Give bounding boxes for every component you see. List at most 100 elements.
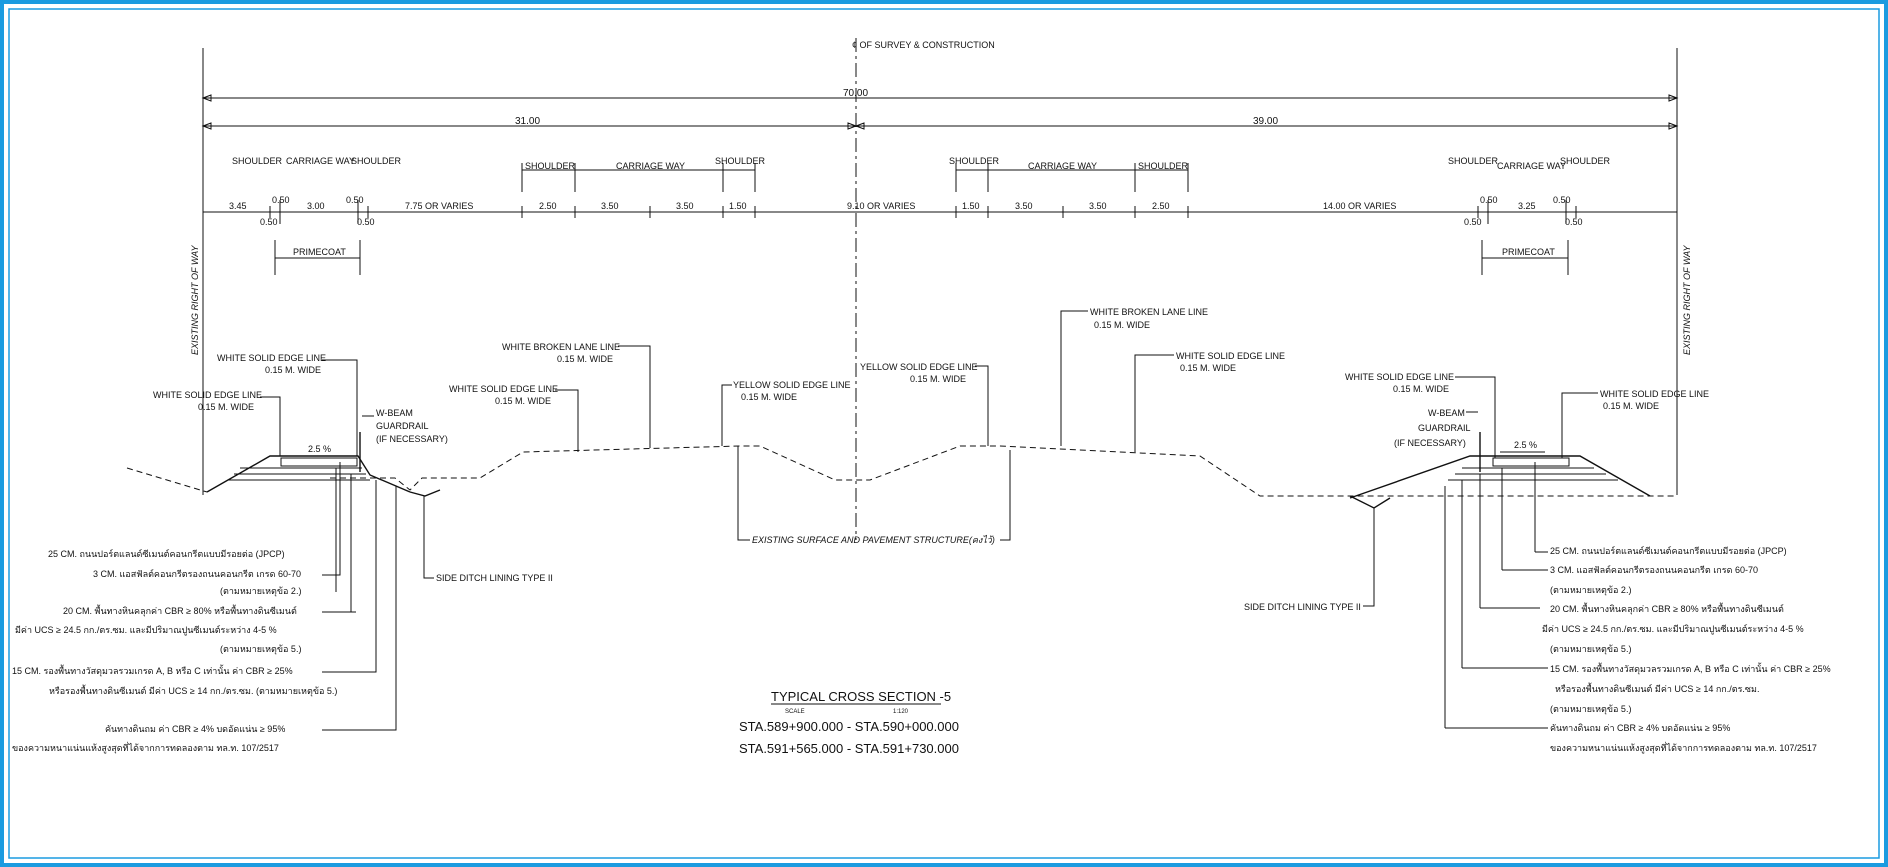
svg-text:WHITE BROKEN LANE LINE: WHITE BROKEN LANE LINE: [502, 342, 620, 352]
callout-yellow-right: YELLOW SOLID EDGE LINE 0.15 M. WIDE: [860, 362, 989, 446]
svg-text:(ตามหมายเหตุข้อ 5.): (ตามหมายเหตุข้อ 5.): [220, 644, 301, 655]
svg-text:CARRIAGE WAY: CARRIAGE WAY: [1028, 161, 1097, 171]
svg-text:(IF NECESSARY): (IF NECESSARY): [376, 434, 448, 444]
svg-text:ของความหนาแน่นแห้งสูงสุดที่ได้: ของความหนาแน่นแห้งสูงสุดที่ได้จากการทดลอ…: [1550, 741, 1817, 754]
svg-text:3.50: 3.50: [1015, 201, 1033, 211]
svg-text:0.15 M. WIDE: 0.15 M. WIDE: [557, 354, 613, 364]
svg-text:7.75 OR VARIES: 7.75 OR VARIES: [405, 201, 473, 211]
svg-text:0.50: 0.50: [272, 195, 290, 205]
callout-white-solid-3: WHITE SOLID EDGE LINE 0.15 M. WIDE: [449, 384, 579, 452]
svg-text:0.15 M. WIDE: 0.15 M. WIDE: [495, 396, 551, 406]
svg-text:0.50: 0.50: [357, 217, 375, 227]
svg-text:WHITE SOLID EDGE LINE: WHITE SOLID EDGE LINE: [1600, 389, 1709, 399]
svg-text:15 CM. รองพื้นทางวัสดุมวลรวมเก: 15 CM. รองพื้นทางวัสดุมวลรวมเกรด A, B หร…: [12, 664, 293, 677]
svg-text:3.25: 3.25: [1518, 201, 1536, 211]
svg-text:SHOULDER: SHOULDER: [525, 161, 576, 171]
svg-text:SHOULDER: SHOULDER: [351, 156, 402, 166]
slope-right: 2.5 %: [1514, 440, 1537, 450]
primecoat-left: PRIMECOAT: [293, 247, 346, 257]
callout-side-ditch-right: SIDE DITCH LINING TYPE II: [1244, 508, 1375, 612]
svg-text:(IF NECESSARY): (IF NECESSARY): [1394, 438, 1466, 448]
existing-ground: [126, 445, 1675, 497]
svg-text:SHOULDER: SHOULDER: [949, 156, 1000, 166]
centerline-label: ¢ OF SURVEY & CONSTRUCTION: [852, 40, 995, 50]
dim-left: 31.00: [515, 116, 540, 127]
svg-text:3.50: 3.50: [676, 201, 694, 211]
svg-text:SIDE DITCH LINING TYPE II: SIDE DITCH LINING TYPE II: [436, 573, 553, 583]
svg-text:CARRIAGE WAY: CARRIAGE WAY: [616, 161, 685, 171]
svg-text:0.15 M. WIDE: 0.15 M. WIDE: [1393, 384, 1449, 394]
svg-text:14.00 OR VARIES: 14.00 OR VARIES: [1323, 201, 1396, 211]
svg-text:SHOULDER: SHOULDER: [1560, 156, 1611, 166]
callout-wbeam-left: W-BEAM GUARDRAIL (IF NECESSARY): [362, 408, 448, 444]
callout-white-solid-5: WHITE SOLID EDGE LINE 0.15 M. WIDE: [1345, 372, 1496, 458]
svg-text:(ตามหมายเหตุข้อ 5.): (ตามหมายเหตุข้อ 5.): [1550, 704, 1631, 715]
svg-text:3.50: 3.50: [1089, 201, 1107, 211]
scale-value: 1:120: [893, 709, 909, 715]
svg-text:15 CM. รองพื้นทางวัสดุมวลรวมเก: 15 CM. รองพื้นทางวัสดุมวลรวมเกรด A, B หร…: [1550, 662, 1831, 675]
svg-text:25 CM. ถนนปอร์ตแลนด์ซีเมนต์คอน: 25 CM. ถนนปอร์ตแลนด์ซีเมนต์คอนกรีตแบบมีร…: [48, 548, 285, 559]
svg-text:0.15 M. WIDE: 0.15 M. WIDE: [1603, 401, 1659, 411]
slope-left: 2.5 %: [308, 444, 331, 454]
svg-text:3.00: 3.00: [307, 201, 325, 211]
svg-text:W-BEAM: W-BEAM: [1428, 408, 1465, 418]
side-ditch-left: [409, 489, 441, 497]
side-ditch-right: [1349, 495, 1391, 509]
svg-text:0.15 M. WIDE: 0.15 M. WIDE: [741, 392, 797, 402]
svg-text:W-BEAM: W-BEAM: [376, 408, 413, 418]
svg-text:3.50: 3.50: [601, 201, 619, 211]
svg-text:WHITE SOLID EDGE LINE: WHITE SOLID EDGE LINE: [449, 384, 558, 394]
svg-text:(ตามหมายเหตุข้อ 5.): (ตามหมายเหตุข้อ 5.): [1550, 644, 1631, 655]
svg-text:ของความหนาแน่นแห้งสูงสุดที่ได้: ของความหนาแน่นแห้งสูงสุดที่ได้จากการทดลอ…: [12, 741, 279, 754]
layers-right: 25 CM. ถนนปอร์ตแลนด์ซีเมนต์คอนกรีตแบบมีร…: [1542, 545, 1831, 754]
svg-text:2.50: 2.50: [1152, 201, 1170, 211]
svg-text:หรือรองพื้นทางดินซีเมนต์ มีค่า: หรือรองพื้นทางดินซีเมนต์ มีค่า UCS ≥ 14 …: [1555, 682, 1759, 694]
inner-frame: [8, 8, 1880, 859]
svg-text:SIDE DITCH LINING TYPE II: SIDE DITCH LINING TYPE II: [1244, 602, 1361, 612]
svg-text:0.15 M. WIDE: 0.15 M. WIDE: [910, 374, 966, 384]
svg-text:2.50: 2.50: [539, 201, 557, 211]
row-label-right: EXISTING RIGHT OF WAY: [1682, 244, 1692, 355]
lane-headers: SHOULDER CARRIAGE WAY SHOULDER SHOULDER …: [232, 156, 1611, 192]
svg-text:YELLOW SOLID EDGE LINE: YELLOW SOLID EDGE LINE: [733, 380, 851, 390]
svg-text:0.50: 0.50: [1565, 217, 1583, 227]
svg-text:0.50: 0.50: [260, 217, 278, 227]
svg-text:1.50: 1.50: [962, 201, 980, 211]
svg-text:25 CM. ถนนปอร์ตแลนด์ซีเมนต์คอน: 25 CM. ถนนปอร์ตแลนด์ซีเมนต์คอนกรีตแบบมีร…: [1550, 545, 1787, 556]
primecoat-right: PRIMECOAT: [1502, 247, 1555, 257]
dim-right: 39.00: [1253, 116, 1278, 127]
row-label-left: EXISTING RIGHT OF WAY: [190, 244, 200, 355]
dim-segments-left: 3.45 0.50 3.00 0.50 7.75 OR VARIES 2.50 …: [229, 195, 747, 227]
svg-text:0.50: 0.50: [1553, 195, 1571, 205]
callout-white-solid-2: WHITE SOLID EDGE LINE 0.15 M. WIDE: [153, 390, 281, 456]
dim-segments-right: 1.50 3.50 3.50 2.50 14.00 OR VARIES 0.50…: [962, 195, 1583, 227]
svg-text:GUARDRAIL: GUARDRAIL: [1418, 423, 1471, 433]
svg-text:หรือรองพื้นทางดินซีเมนต์ มีค่า: หรือรองพื้นทางดินซีเมนต์ มีค่า UCS ≥ 14 …: [49, 684, 337, 697]
svg-text:WHITE SOLID EDGE LINE: WHITE SOLID EDGE LINE: [153, 390, 262, 400]
svg-text:(ตามหมายเหตุข้อ 2.): (ตามหมายเหตุข้อ 2.): [1550, 585, 1631, 596]
station-range-1: STA.589+900.000 - STA.590+000.000: [739, 719, 959, 734]
dim-middle: 9.10 OR VARIES: [847, 201, 915, 211]
svg-text:มีค่า UCS ≥ 24.5 กก./ตร.ซม. แล: มีค่า UCS ≥ 24.5 กก./ตร.ซม. และมีปริมาณป…: [1542, 623, 1804, 635]
right-embankment: [1349, 455, 1651, 499]
station-range-2: STA.591+565.000 - STA.591+730.000: [739, 741, 959, 756]
svg-text:WHITE BROKEN LANE LINE: WHITE BROKEN LANE LINE: [1090, 307, 1208, 317]
svg-text:1.50: 1.50: [729, 201, 747, 211]
svg-text:CARRIAGE WAY: CARRIAGE WAY: [1497, 161, 1566, 171]
svg-text:0.15 M. WIDE: 0.15 M. WIDE: [1094, 320, 1150, 330]
svg-text:SHOULDER: SHOULDER: [1138, 161, 1189, 171]
callout-white-broken-2: WHITE BROKEN LANE LINE 0.15 M. WIDE: [1060, 307, 1208, 446]
svg-text:3 CM. แอสฟัลต์คอนกรีตรองถนนคอน: 3 CM. แอสฟัลต์คอนกรีตรองถนนคอนกรีต เกรด …: [93, 568, 301, 579]
callout-yellow-left: YELLOW SOLID EDGE LINE 0.15 M. WIDE: [721, 380, 851, 446]
callout-white-solid-4: WHITE SOLID EDGE LINE 0.15 M. WIDE: [1134, 351, 1285, 452]
svg-text:SHOULDER: SHOULDER: [1448, 156, 1499, 166]
svg-text:GUARDRAIL: GUARDRAIL: [376, 421, 429, 431]
svg-text:คันทางดินถม ค่า CBR ≥ 4% บดอัด: คันทางดินถม ค่า CBR ≥ 4% บดอัดแน่น ≥ 95%: [105, 724, 285, 734]
svg-text:CARRIAGE WAY: CARRIAGE WAY: [286, 156, 355, 166]
drawing-title: TYPICAL CROSS SECTION -5: [771, 689, 951, 704]
callout-side-ditch-left: SIDE DITCH LINING TYPE II: [423, 496, 553, 583]
svg-text:0.15 M. WIDE: 0.15 M. WIDE: [1180, 363, 1236, 373]
svg-text:(ตามหมายเหตุข้อ 2.): (ตามหมายเหตุข้อ 2.): [220, 586, 301, 597]
